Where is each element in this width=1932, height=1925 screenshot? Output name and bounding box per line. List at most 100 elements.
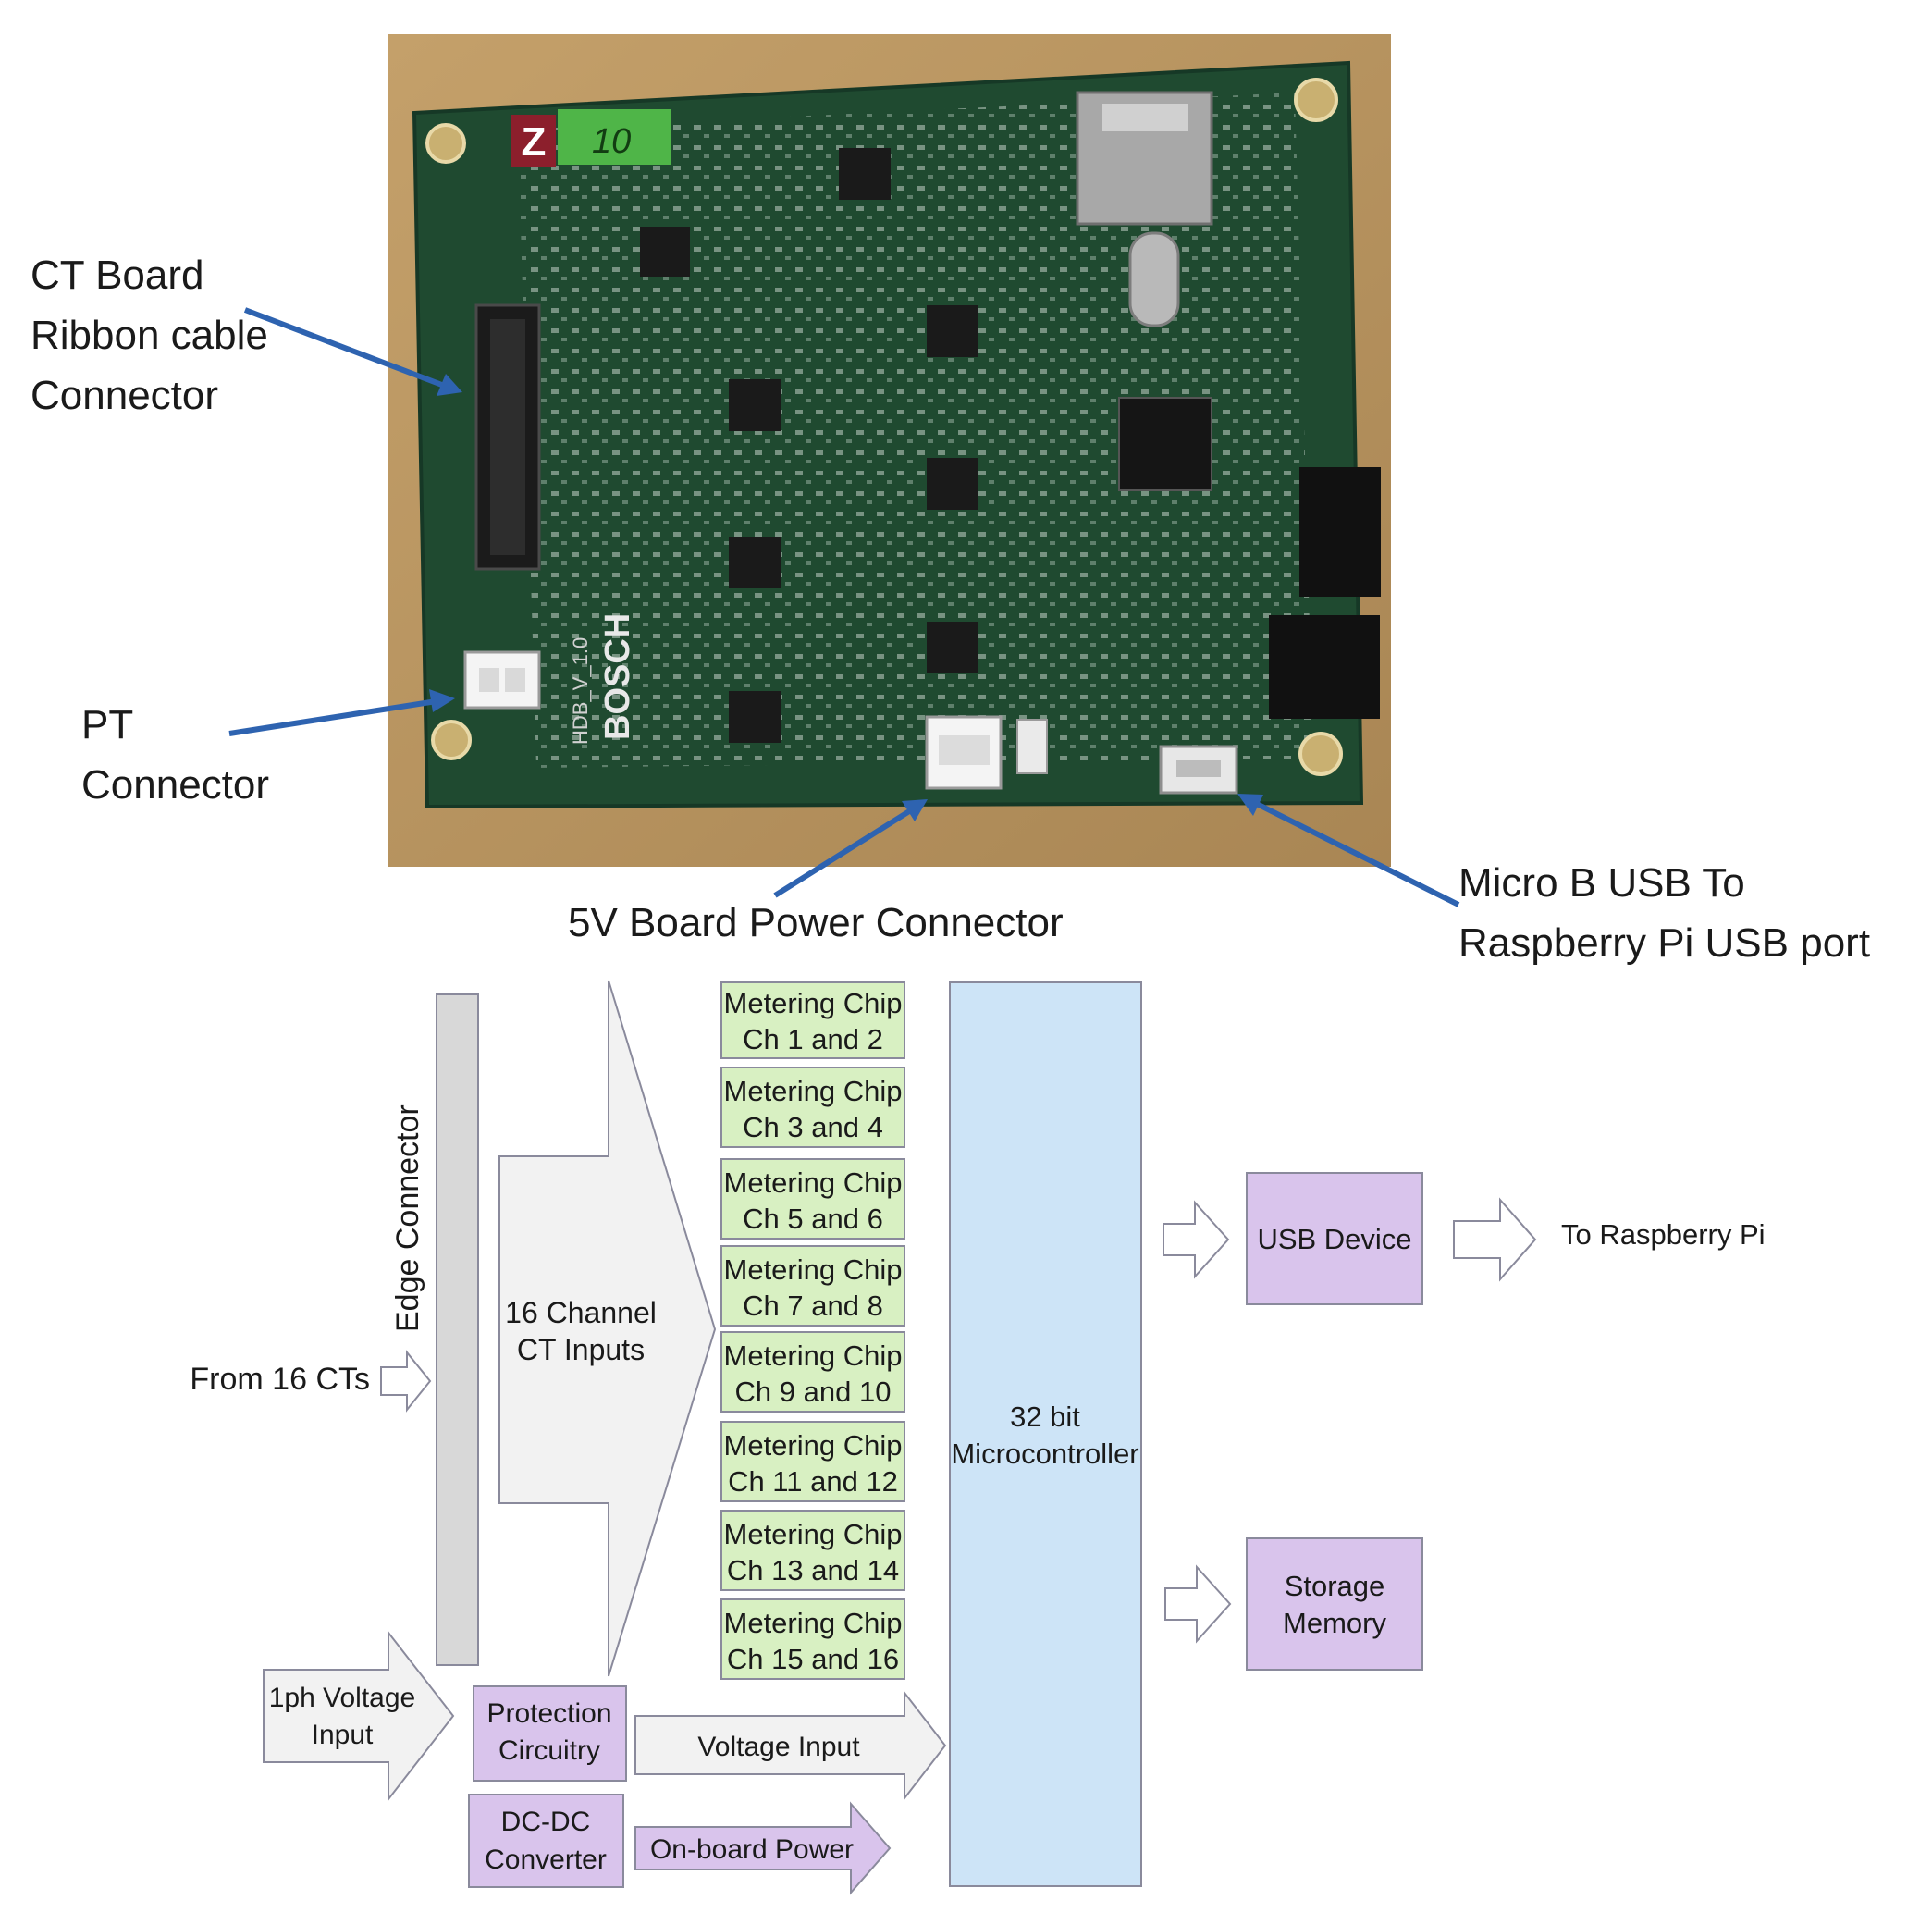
metering-chip-channels: Ch 9 and 10 [735, 1376, 892, 1408]
metering-chip-title: Metering Chip [724, 1253, 903, 1286]
usb-device-block [1246, 1172, 1423, 1305]
protection-line-1: Protection [486, 1698, 611, 1729]
edge-connector-label: Edge Connector [390, 1104, 425, 1332]
voltage-input-label: Voltage Input [697, 1732, 860, 1762]
callout-usb-connector: Micro B USB To Raspberry Pi USB port [1458, 860, 1870, 966]
storage-memory-line-2: Memory [1283, 1607, 1386, 1639]
callout-usb-line-2: Raspberry Pi USB port [1458, 920, 1870, 966]
metering-chip-block: Metering Chip Ch 11 and 12 [720, 1421, 905, 1502]
dcdc-line-1: DC-DC [501, 1807, 591, 1837]
storage-arrow [1164, 1564, 1232, 1644]
metering-chip-title: Metering Chip [724, 1339, 903, 1372]
metering-chip-block: Metering Chip Ch 3 and 4 [720, 1067, 905, 1148]
mounting-hole-icon [1294, 78, 1338, 122]
ct-inputs-arrow [498, 980, 717, 1677]
arrowhead-icon [437, 374, 462, 396]
metering-chip-block: Metering Chip Ch 13 and 14 [720, 1510, 905, 1591]
metering-chip-block: Metering Chip Ch 1 and 2 [720, 981, 905, 1059]
metering-chip-title: Metering Chip [724, 1075, 903, 1107]
microcontroller-line-1: 32 bit [1010, 1401, 1080, 1433]
board-label-letter: Z [522, 119, 547, 165]
arrowhead-icon [902, 799, 928, 821]
callout-pt-connector: PT Connector [81, 702, 269, 808]
ct-inputs-line-1: 16 Channel [505, 1296, 657, 1329]
callout-ct-line-1: CT Board [31, 253, 204, 298]
from-cts-label: From 16 CTs [190, 1362, 370, 1397]
microcontroller-ic [1118, 397, 1212, 491]
callout-pt-line-1: PT [81, 702, 133, 747]
board-label-number-sticker [558, 109, 671, 165]
metering-chip-column: Metering Chip Ch 1 and 2 Metering Chip C… [720, 981, 905, 1680]
protection-circuitry-block [473, 1685, 627, 1782]
dcdc-converter-block [468, 1794, 624, 1888]
callout-ct-line-2: Ribbon cable [31, 313, 268, 358]
silkscreen-brand: BOSCH [598, 613, 637, 740]
callout-arrow-pt [228, 698, 437, 736]
metering-chip-title: Metering Chip [724, 1166, 903, 1199]
pin-header [1299, 467, 1381, 597]
mounting-hole-icon [1298, 732, 1343, 776]
onboard-power-label: On-board Power [650, 1834, 854, 1865]
metering-chip-title: Metering Chip [724, 1607, 903, 1639]
metering-chip-ic [729, 379, 781, 431]
metering-chip-channels: Ch 15 and 16 [727, 1643, 899, 1675]
board-photo: Z 10 BOSCH HDB_V_1.0 [388, 34, 1391, 867]
storage-memory-line-1: Storage [1285, 1570, 1385, 1602]
metering-chip-block: Metering Chip Ch 7 and 8 [720, 1245, 905, 1327]
metering-chip-title: Metering Chip [724, 1429, 903, 1462]
board-label-number: 10 [592, 122, 631, 161]
ct-inputs-line-2: CT Inputs [517, 1333, 645, 1366]
crystal-oscillator [1128, 231, 1180, 327]
usb-device-label: USB Device [1257, 1223, 1411, 1255]
micro-usb-connector [1159, 745, 1238, 795]
board-label-letter-sticker [511, 115, 556, 167]
metering-chip-ic [839, 148, 891, 200]
callout-arrow-power [773, 806, 916, 898]
callout-arrow-ct [243, 307, 449, 389]
onboard-power-arrow [634, 1801, 892, 1895]
pcb-component-texture [518, 93, 1313, 768]
metering-chip-channels: Ch 13 and 14 [727, 1554, 899, 1586]
metering-chip-channels: Ch 5 and 6 [743, 1203, 883, 1235]
silkscreen-version: HDB_V_1.0 [569, 637, 592, 745]
mounting-hole-icon [431, 720, 472, 760]
callout-arrows [228, 307, 1460, 907]
from-cts-arrow [380, 1350, 432, 1413]
raspberry-pi-arrow [1453, 1197, 1537, 1282]
arrowhead-icon [429, 689, 455, 712]
arrowhead-icon [1237, 794, 1263, 816]
callout-power-connector: 5V Board Power Connector [568, 900, 1064, 945]
metering-chip-ic [640, 227, 690, 277]
callout-arrow-usb [1251, 799, 1460, 907]
callout-usb-line-1: Micro B USB To [1458, 860, 1745, 906]
pin-header [1269, 615, 1380, 719]
metering-chip-channels: Ch 11 and 12 [728, 1465, 898, 1498]
microcontroller-line-2: Microcontroller [951, 1438, 1138, 1470]
to-raspberry-pi-label: To Raspberry Pi [1561, 1218, 1766, 1251]
callout-ct-line-3: Connector [31, 373, 218, 418]
metering-chip-block: Metering Chip Ch 5 and 6 [720, 1158, 905, 1240]
voltage-source-line-2: Input [312, 1720, 374, 1750]
block-diagram: Edge Connector From 16 CTs 16 Channel CT… [190, 980, 1766, 1895]
pt-connector [463, 650, 541, 710]
callout-ct-connector: CT Board Ribbon cable Connector [31, 253, 268, 418]
voltage-input-arrow [634, 1690, 947, 1801]
protection-line-2: Circuitry [498, 1735, 600, 1766]
metering-chip-channels: Ch 1 and 2 [743, 1023, 883, 1055]
metering-chip-block: Metering Chip Ch 15 and 16 [720, 1598, 905, 1680]
metering-chip-ic [927, 458, 978, 510]
metering-chip-ic [927, 305, 978, 357]
metering-chip-channels: Ch 7 and 8 [743, 1290, 883, 1322]
metering-chip-block: Metering Chip Ch 9 and 10 [720, 1331, 905, 1413]
metering-chip-title: Metering Chip [724, 1518, 903, 1550]
metering-chip-ic [729, 691, 781, 743]
voltage-source-arrow [263, 1630, 455, 1802]
mounting-hole-icon [425, 123, 466, 164]
edge-connector-bar [436, 993, 479, 1666]
metering-chip-channels: Ch 3 and 4 [743, 1111, 883, 1143]
metering-chip-ic [729, 537, 781, 588]
metering-chip-ic [927, 622, 978, 673]
usb-arrow [1163, 1200, 1230, 1279]
storage-memory-block [1246, 1537, 1423, 1671]
voltage-source-line-1: 1ph Voltage [269, 1683, 415, 1713]
